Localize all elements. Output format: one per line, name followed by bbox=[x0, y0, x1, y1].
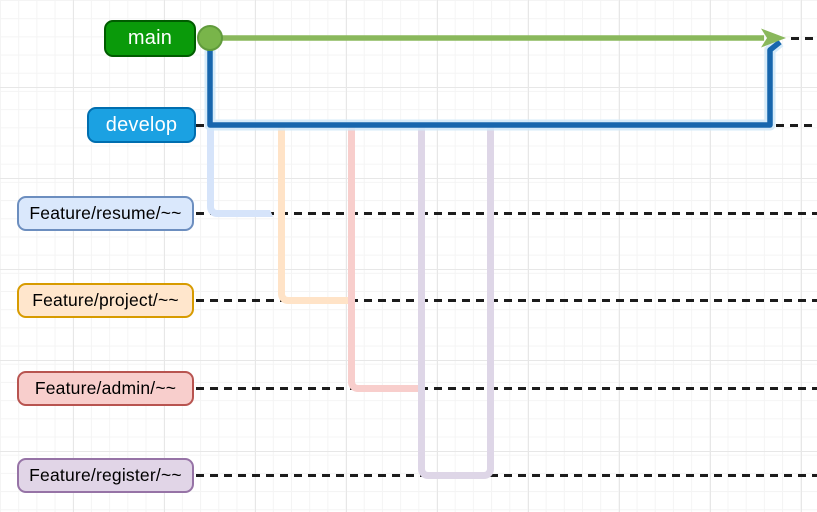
branch-label-feature-project[interactable]: Feature/project/~~ bbox=[17, 282, 194, 318]
lane-dash-feature-project bbox=[196, 298, 817, 302]
develop-edge-halo bbox=[204, 37, 784, 131]
develop-edge bbox=[207, 39, 782, 128]
branch-label-feature-register-text: Feature/register/~~ bbox=[29, 464, 182, 485]
lane-dash-develop-right bbox=[776, 123, 817, 127]
branch-label-feature-admin[interactable]: Feature/admin/~~ bbox=[17, 370, 194, 406]
feature-admin-branch-line bbox=[347, 125, 425, 392]
lane-dash-feature-admin bbox=[196, 386, 817, 390]
branch-label-main-text: main bbox=[127, 26, 173, 49]
feature-register-branch-line bbox=[417, 125, 494, 479]
commit-dot[interactable] bbox=[197, 25, 223, 51]
branch-label-feature-admin-text: Feature/admin/~~ bbox=[34, 377, 177, 398]
lane-dash-main bbox=[791, 36, 817, 40]
lane-dash-feature-register bbox=[196, 473, 817, 477]
branch-label-feature-project-text: Feature/project/~~ bbox=[32, 289, 179, 310]
branch-label-develop[interactable]: develop bbox=[87, 107, 196, 143]
branch-label-feature-resume-text: Feature/resume/~~ bbox=[29, 202, 182, 223]
lane-dash-develop-left bbox=[196, 123, 208, 127]
branch-label-develop-text: develop bbox=[105, 113, 178, 136]
branch-label-feature-resume[interactable]: Feature/resume/~~ bbox=[17, 195, 194, 231]
branch-label-main[interactable]: main bbox=[104, 19, 196, 57]
branch-label-feature-register[interactable]: Feature/register/~~ bbox=[17, 457, 194, 493]
feature-resume-branch-line bbox=[206, 125, 273, 217]
feature-project-branch-line bbox=[277, 125, 355, 304]
arrowhead-icon bbox=[761, 28, 786, 48]
lane-dash-feature-resume bbox=[196, 211, 817, 215]
